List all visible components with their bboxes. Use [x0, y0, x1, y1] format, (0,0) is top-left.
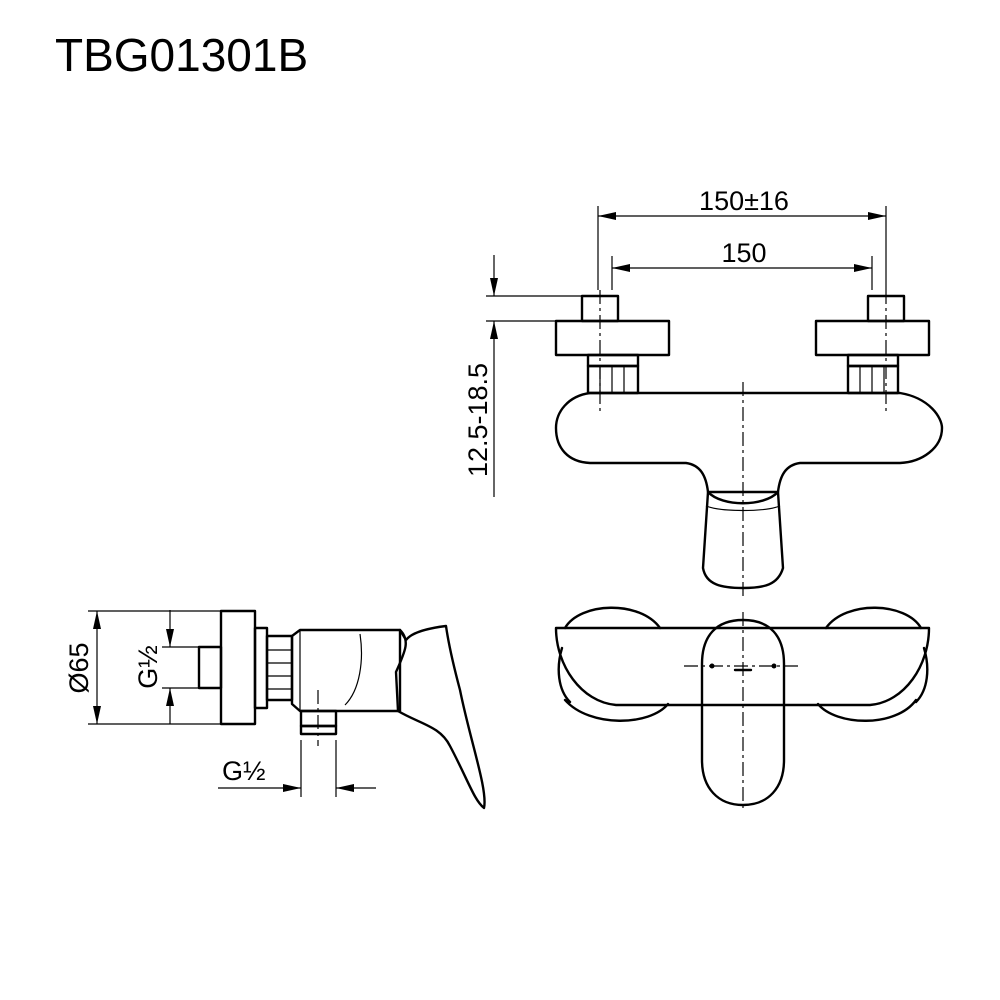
top-view-right-connector [814, 294, 931, 395]
side-view-flange [219, 609, 257, 726]
side-view-body [290, 628, 402, 713]
outlet-thread-label: G½ [222, 756, 266, 786]
dimension-inlet-thread: G½ [133, 610, 199, 724]
front-view-body [554, 626, 931, 707]
flange-diameter-label: Ø65 [64, 642, 94, 693]
outer-spacing-label: 150±16 [699, 186, 789, 216]
inner-spacing-label: 150 [721, 238, 766, 268]
side-view [197, 609, 486, 810]
dimension-flange-diameter: Ø65 [64, 610, 221, 725]
dimension-offset-range: 12.5-18.5 [463, 255, 582, 497]
front-view [554, 606, 931, 812]
model-number-title: TBG01301B [55, 29, 308, 81]
top-view-left-connector [554, 294, 671, 395]
dimension-outer-spacing: 150±16 [597, 186, 887, 290]
inlet-thread-label: G½ [133, 645, 163, 689]
top-view-body [554, 391, 944, 494]
dimension-inner-spacing: 150 [611, 238, 873, 290]
side-view-lever [394, 624, 486, 810]
dimension-outlet-thread: G½ [218, 740, 376, 797]
top-view-spout [701, 490, 785, 590]
offset-range-label: 12.5-18.5 [463, 363, 493, 477]
top-view [554, 290, 944, 598]
